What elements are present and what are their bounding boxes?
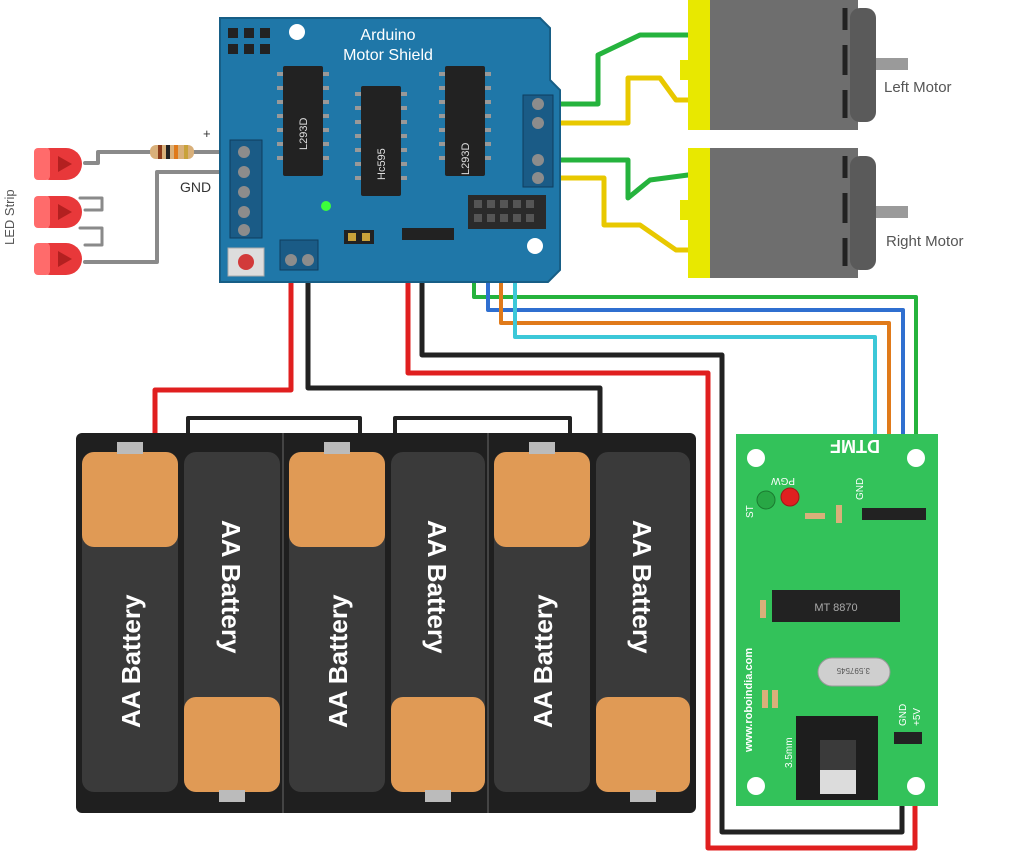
svg-text:AA Battery: AA Battery <box>116 594 146 728</box>
battery-pack: AA Battery AA Battery AA Battery AA Batt… <box>76 433 696 813</box>
dtmf-title: DTMF <box>830 436 880 456</box>
gnd-top-label: GND <box>855 478 866 500</box>
left-motor: Left Motor <box>680 0 952 130</box>
battery-1: AA Battery <box>82 442 178 792</box>
wire-right-motor-green <box>535 157 691 201</box>
svg-text:AA Battery: AA Battery <box>323 594 353 728</box>
st-label: ST <box>745 505 756 518</box>
battery-6: AA Battery <box>596 452 690 802</box>
power-terminal-block <box>279 239 319 271</box>
svg-text:AA Battery: AA Battery <box>528 594 558 728</box>
chip-l293d-right: L293D <box>445 66 485 176</box>
led-strip: LED Strip + GND <box>2 126 211 275</box>
svg-text:AA Battery: AA Battery <box>422 520 452 654</box>
gnd-label: GND <box>180 179 211 195</box>
svg-text:3.597545: 3.597545 <box>836 666 870 675</box>
motor-shield: Arduino Motor Shield L293D Hc595 L293D <box>219 17 561 283</box>
wire-led-grey-b <box>83 170 247 264</box>
wire-shield-black-power <box>305 262 603 440</box>
pgw-led <box>780 487 800 507</box>
svg-text:AA Battery: AA Battery <box>627 520 657 654</box>
battery-4: AA Battery <box>391 452 485 802</box>
wire-left-motor-green <box>535 32 691 107</box>
wire-battery-link-1 <box>186 416 362 439</box>
svg-text:L293D: L293D <box>460 143 472 175</box>
svg-text:AA Battery: AA Battery <box>216 520 246 654</box>
shield-title-2: Motor Shield <box>343 47 433 64</box>
shield-title-1: Arduino <box>360 27 415 44</box>
dtmf-power-header <box>894 732 922 744</box>
led-terminal-block <box>229 139 263 239</box>
svg-text:3.5mm: 3.5mm <box>784 737 795 768</box>
reset-button <box>227 247 265 277</box>
led-2 <box>34 196 82 228</box>
right-motor-label: Right Motor <box>886 233 964 250</box>
led-3 <box>34 243 82 275</box>
chip-hc595: Hc595 <box>361 86 401 196</box>
crystal: 3.597545 <box>817 657 891 687</box>
chip-l293d-left: L293D <box>283 66 323 176</box>
status-led <box>321 201 331 211</box>
website-label: www.roboindia.com <box>743 648 755 753</box>
battery-2: AA Battery <box>184 452 280 802</box>
wire-led-grey-c <box>78 196 104 212</box>
led-1 <box>34 148 82 180</box>
battery-3: AA Battery <box>289 442 385 792</box>
svg-text:Hc595: Hc595 <box>376 148 388 180</box>
st-led <box>756 490 776 510</box>
motor-terminal-block <box>522 94 554 188</box>
wire-shield-red-power <box>152 262 294 440</box>
dtmf-board: DTMF ST PGW GND MT 8870 3.597545 www.rob… <box>736 434 938 806</box>
wire-battery-link-2 <box>393 416 572 439</box>
resistor <box>150 145 194 159</box>
plus5v-label: +5V <box>912 708 923 726</box>
led-strip-label: LED Strip <box>2 189 17 245</box>
audio-jack: 3.5mm <box>784 716 878 800</box>
right-motor: Right Motor <box>680 148 964 278</box>
svg-text:L293D: L293D <box>298 118 310 150</box>
left-motor-label: Left Motor <box>884 79 952 96</box>
header-pins <box>228 28 270 54</box>
pgw-label: PGW <box>771 475 795 486</box>
plus-label: + <box>203 126 211 141</box>
wire-red-to-dtmf <box>405 233 918 851</box>
wire-led-grey-d <box>78 226 104 247</box>
wires <box>78 32 918 851</box>
wire-black-to-dtmf <box>419 233 905 835</box>
mt8870-chip: MT 8870 <box>772 590 900 622</box>
dtmf-signal-header <box>862 508 926 520</box>
gnd-bottom-label: GND <box>898 704 909 726</box>
battery-5: AA Battery <box>494 442 590 792</box>
svg-text:MT 8870: MT 8870 <box>814 602 857 614</box>
wire-right-motor-yellow <box>535 175 691 253</box>
wire-left-motor-yellow <box>535 75 691 126</box>
